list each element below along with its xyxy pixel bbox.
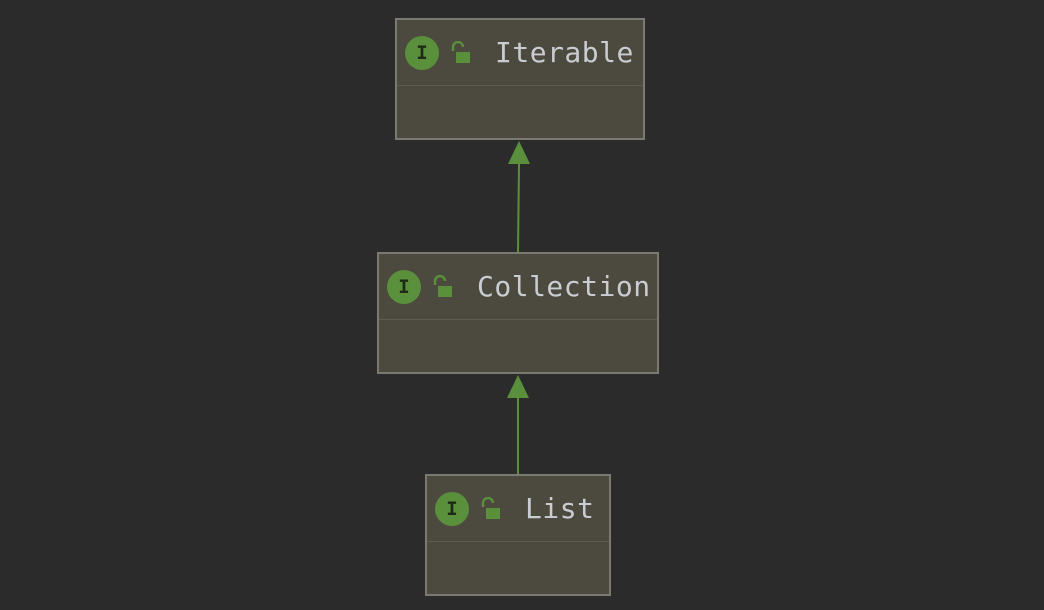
node-header: I List bbox=[427, 476, 609, 542]
node-header: I Collection bbox=[379, 254, 657, 320]
node-members bbox=[397, 86, 643, 138]
arrowhead-collection bbox=[507, 375, 529, 398]
arrowhead-iterable bbox=[508, 141, 530, 164]
interface-icon: I bbox=[405, 35, 439, 70]
interface-icon: I bbox=[387, 269, 421, 304]
node-members bbox=[427, 542, 609, 594]
unlocked-icon bbox=[451, 40, 470, 63]
unlocked-icon bbox=[433, 274, 452, 297]
node-title: Collection bbox=[477, 270, 651, 303]
node-list[interactable]: I List bbox=[425, 474, 611, 596]
edge-collection-to-iterable bbox=[517, 163, 520, 253]
node-members bbox=[379, 320, 657, 372]
node-title: Iterable bbox=[495, 36, 634, 69]
unlocked-icon bbox=[481, 496, 500, 519]
node-header: I Iterable bbox=[397, 20, 643, 86]
interface-icon: I bbox=[435, 491, 469, 526]
node-title: List bbox=[525, 492, 595, 525]
node-collection[interactable]: I Collection bbox=[377, 252, 659, 374]
node-iterable[interactable]: I Iterable bbox=[395, 18, 645, 140]
